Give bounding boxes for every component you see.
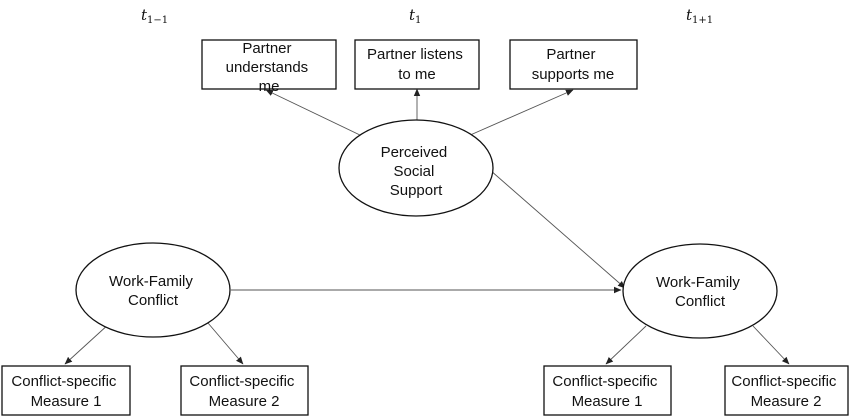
- node-label-partner-understands: Partner understands me: [226, 40, 313, 95]
- node-label-wfc-right: Work-Family Conflict: [656, 274, 744, 310]
- time-sub-t: 1: [415, 15, 421, 26]
- time-label-t-plus: t1+1: [686, 6, 713, 26]
- edge-support-to-wfc-right: [489, 169, 626, 289]
- node-label-measure-left-2: Conflict-specific Measure 2: [189, 373, 298, 410]
- node-label-measure-left-1: Conflict-specific Measure 1: [11, 373, 120, 410]
- node-label-partner-listens: Partner listens to me: [367, 46, 467, 83]
- node-label-wfc-left: Work-Family Conflict: [109, 273, 197, 309]
- node-label-measure-right-2: Conflict-specific Measure 2: [731, 373, 840, 410]
- edge-wfc-left-to-measure-1: [64, 322, 111, 365]
- edge-wfc-right-to-measure-2: [752, 325, 790, 365]
- node-measure-right-1: Conflict-specific Measure 1: [543, 365, 672, 416]
- node-partner-understands: Partner understands me: [201, 39, 337, 95]
- node-label-measure-right-1: Conflict-specific Measure 1: [552, 373, 661, 410]
- edge-support-to-supports: [467, 89, 574, 137]
- node-partner-listens: Partner listens to me: [354, 39, 480, 90]
- node-wfc-left: Work-Family Conflict: [75, 242, 231, 338]
- edge-wfc-left-to-measure-2: [207, 322, 244, 365]
- edge-wfc-right-to-measure-1: [605, 325, 647, 365]
- node-perceived-social-support: Perceived Social Support: [338, 119, 494, 217]
- node-label-partner-supports: Partner supports me: [532, 46, 615, 83]
- time-label-t-minus: t1−1: [141, 6, 168, 26]
- time-sub-t-plus: 1+1: [692, 15, 713, 26]
- time-label-t: t1: [409, 6, 421, 26]
- node-partner-supports: Partner supports me: [509, 39, 638, 90]
- edges: [64, 88, 790, 365]
- node-wfc-right: Work-Family Conflict: [622, 243, 778, 339]
- node-measure-left-2: Conflict-specific Measure 2: [180, 365, 309, 416]
- node-label-perceived-social-support: Perceived Social Support: [381, 144, 452, 199]
- time-sub-t-minus: 1−1: [147, 15, 168, 26]
- node-measure-left-1: Conflict-specific Measure 1: [1, 365, 131, 416]
- node-measure-right-2: Conflict-specific Measure 2: [724, 365, 849, 416]
- edge-support-to-understands: [265, 89, 363, 137]
